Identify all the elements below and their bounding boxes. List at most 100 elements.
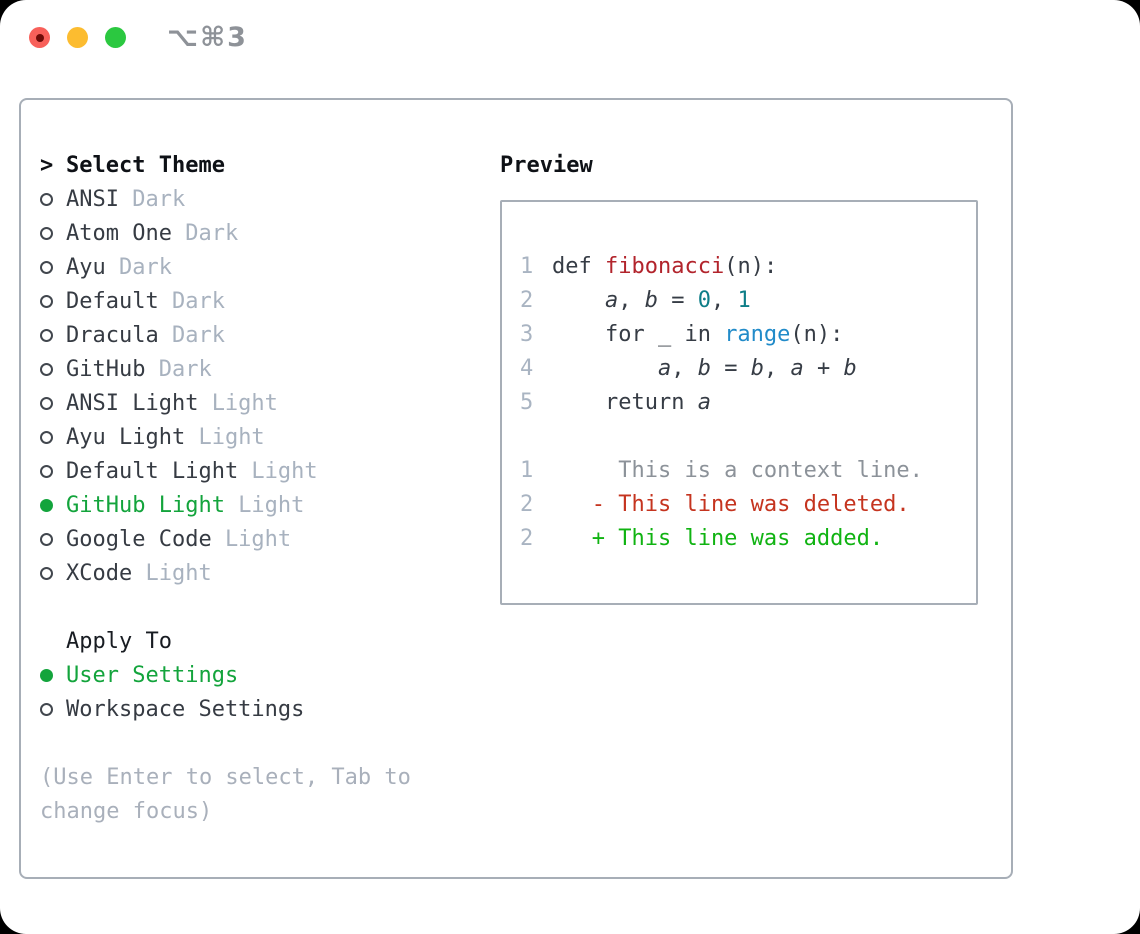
code-segment-deleted: - This line was deleted. bbox=[552, 492, 910, 517]
radio-icon bbox=[40, 566, 53, 580]
minimize-button[interactable] bbox=[67, 27, 88, 48]
radio-icon bbox=[40, 192, 53, 206]
window-title-shortcut: ⌥⌘3 bbox=[167, 22, 248, 53]
code-segment-plain bbox=[552, 288, 605, 313]
apply-to-title: Apply To bbox=[66, 628, 172, 654]
code-line: 2 - This line was deleted. bbox=[520, 488, 976, 522]
theme-variant-label: Dark bbox=[185, 220, 239, 246]
line-number: 2 bbox=[520, 526, 534, 551]
code-line: 2 + This line was added. bbox=[520, 522, 976, 556]
code-segment-plain: , bbox=[710, 288, 738, 313]
option-label: Default bbox=[66, 288, 159, 314]
theme-variant-label: Light bbox=[198, 424, 265, 450]
close-dot-icon bbox=[35, 33, 44, 42]
option-label: ANSI Light bbox=[66, 390, 199, 416]
theme-option[interactable]: Atom One Dark bbox=[40, 216, 480, 250]
option-label: XCode bbox=[66, 560, 133, 586]
code-segment-variable: b bbox=[697, 356, 711, 381]
option-label: ANSI bbox=[66, 186, 119, 212]
radio-icon bbox=[40, 260, 53, 274]
select-theme-title: Select Theme bbox=[66, 152, 225, 178]
radio-cell bbox=[40, 532, 66, 546]
radio-icon bbox=[40, 702, 53, 716]
radio-selected-icon bbox=[40, 668, 53, 682]
radio-cell bbox=[40, 396, 66, 410]
radio-icon bbox=[40, 294, 53, 308]
option-label: Dracula bbox=[66, 322, 159, 348]
select-theme-header: > Select Theme bbox=[40, 148, 480, 182]
radio-selected-icon bbox=[40, 498, 53, 512]
theme-option[interactable]: Ayu Dark bbox=[40, 250, 480, 284]
spacer bbox=[40, 590, 480, 624]
theme-option[interactable]: Dracula Dark bbox=[40, 318, 480, 352]
option-label: Workspace Settings bbox=[66, 696, 305, 722]
cursor-icon: > bbox=[40, 152, 54, 178]
apply-option[interactable]: Workspace Settings bbox=[40, 692, 480, 726]
theme-variant-label: Dark bbox=[171, 322, 225, 348]
code-segment-variable: a bbox=[604, 288, 619, 313]
radio-icon bbox=[40, 362, 53, 376]
code-segment-plain: = bbox=[657, 288, 698, 313]
code-segment-number: 0 bbox=[697, 288, 711, 313]
option-label: GitHub Light bbox=[66, 492, 225, 518]
code-line: 3 for _ in range(n): bbox=[520, 318, 976, 352]
code-segment-plain: (n): bbox=[790, 322, 844, 347]
code-segment-plain: , bbox=[763, 356, 791, 381]
theme-variant-label: Light bbox=[211, 390, 278, 416]
code-line bbox=[520, 420, 976, 454]
radio-cell bbox=[40, 566, 66, 580]
code-segment-plain bbox=[552, 356, 658, 381]
option-label: Atom One bbox=[66, 220, 172, 246]
code-segment-builtin: range bbox=[724, 322, 791, 347]
radio-cell bbox=[40, 362, 66, 376]
code-segment-plain: return bbox=[552, 390, 698, 415]
radio-icon bbox=[40, 430, 53, 444]
radio-cell bbox=[40, 668, 66, 682]
option-label: Ayu bbox=[66, 254, 106, 280]
hint-line-2: change focus) bbox=[40, 798, 213, 824]
radio-cell bbox=[40, 294, 66, 308]
apply-to-header: Apply To bbox=[40, 624, 480, 658]
code-segment-number: 1 bbox=[737, 288, 751, 313]
radio-cell bbox=[40, 328, 66, 342]
line-number: 5 bbox=[520, 390, 534, 415]
code-segment-plain: def bbox=[552, 254, 605, 279]
option-label: Google Code bbox=[66, 526, 212, 552]
line-number: 2 bbox=[520, 492, 534, 517]
radio-cell bbox=[40, 192, 66, 206]
code-segment-context: This is a context line. bbox=[552, 458, 923, 483]
code-segment-plain: for _ in bbox=[552, 322, 725, 347]
radio-cell bbox=[40, 498, 66, 512]
code-segment-function: fibonacci bbox=[604, 254, 725, 279]
theme-option[interactable]: ANSI Light Light bbox=[40, 386, 480, 420]
code-segment-variable: a bbox=[697, 390, 711, 415]
code-line: 5 return a bbox=[520, 386, 976, 420]
zoom-button[interactable] bbox=[105, 27, 126, 48]
code-segment-plain: , bbox=[671, 356, 698, 381]
radio-cell bbox=[40, 464, 66, 478]
apply-option[interactable]: User Settings bbox=[40, 658, 480, 692]
code-segment-plain: (n): bbox=[724, 254, 778, 279]
line-number: 2 bbox=[520, 288, 534, 313]
theme-variant-label: Dark bbox=[118, 254, 172, 280]
close-button[interactable] bbox=[29, 27, 50, 48]
code-segment-plain: , bbox=[618, 288, 645, 313]
theme-variant-label: Light bbox=[251, 458, 318, 484]
code-line: 1 This is a context line. bbox=[520, 454, 976, 488]
code-segment-plain: = bbox=[710, 356, 751, 381]
spacer bbox=[40, 726, 480, 760]
code-segment-plain: + bbox=[803, 356, 844, 381]
code-line: 2 a, b = 0, 1 bbox=[520, 284, 976, 318]
hint-text: (Use Enter to select, Tab to change focu… bbox=[40, 760, 480, 828]
